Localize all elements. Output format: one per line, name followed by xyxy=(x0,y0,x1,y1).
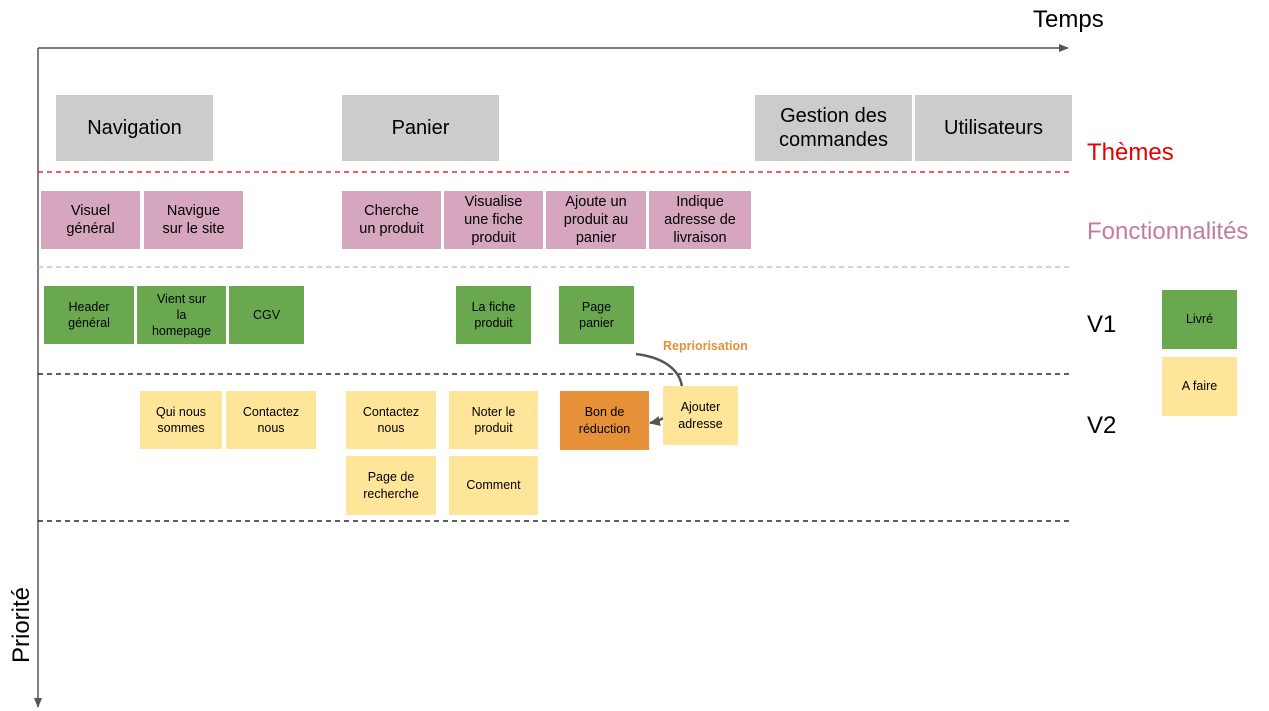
themes-row-label: Thèmes xyxy=(1087,139,1174,166)
v2-story-bon-reduction: Bon de réduction xyxy=(560,391,649,450)
v2-story-ajouter-adresse: Ajouter adresse xyxy=(663,386,738,445)
v1-row-label: V1 xyxy=(1087,311,1117,338)
v2-story-noter-produit: Noter le produit xyxy=(449,391,538,449)
reprioritization-label: Repriorisation xyxy=(663,339,748,353)
feature-adresse-livraison: Indique adresse de livraison xyxy=(649,191,751,249)
v2-story-comment: Comment xyxy=(449,456,538,515)
legend-done: Livré xyxy=(1162,290,1237,349)
v1-story-page-panier: Page panier xyxy=(559,286,634,344)
priority-axis-label: Priorité xyxy=(8,586,35,664)
feature-visualise-fiche: Visualise une fiche produit xyxy=(444,191,543,249)
legend-todo: A faire xyxy=(1162,357,1237,416)
v2-story-page-recherche: Page de recherche xyxy=(346,456,436,515)
v1-story-homepage: Vient sur la homepage xyxy=(137,286,226,344)
feature-visuel-general: Visuel général xyxy=(41,191,140,249)
theme-navigation: Navigation xyxy=(56,95,213,161)
v2-story-contactez-nous-nav: Contactez nous xyxy=(226,391,316,449)
feature-navigue-site: Navigue sur le site xyxy=(144,191,243,249)
feature-cherche-produit: Cherche un produit xyxy=(342,191,441,249)
feature-ajoute-panier: Ajoute un produit au panier xyxy=(546,191,646,249)
time-axis-label: Temps xyxy=(1033,6,1104,33)
features-row-label: Fonctionnalités xyxy=(1087,218,1249,245)
v2-story-contactez-nous-panier: Contactez nous xyxy=(346,391,436,449)
theme-utilisateurs: Utilisateurs xyxy=(915,95,1072,161)
v1-story-fiche-produit: La fiche produit xyxy=(456,286,531,344)
v1-story-cgv: CGV xyxy=(229,286,304,344)
v2-story-qui-nous-sommes: Qui nous sommes xyxy=(140,391,222,449)
v1-story-header-general: Header général xyxy=(44,286,134,344)
theme-panier: Panier xyxy=(342,95,499,161)
v2-row-label: V2 xyxy=(1087,412,1117,439)
theme-gestion-commandes: Gestion des commandes xyxy=(755,95,912,161)
